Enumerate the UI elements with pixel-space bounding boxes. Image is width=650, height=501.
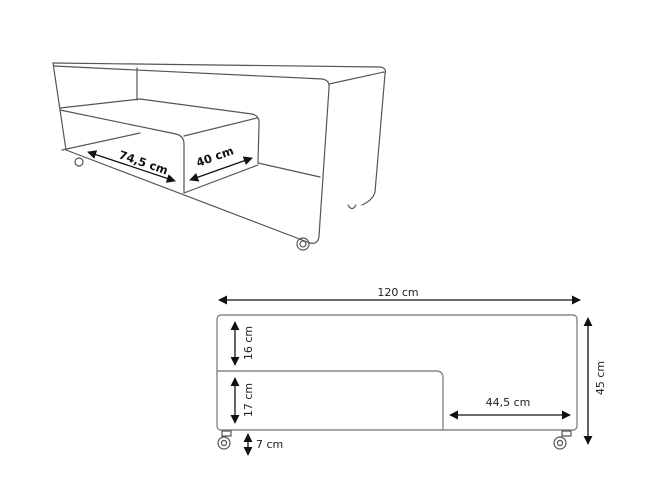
lower-compartment-dimension: 17 cm	[230, 377, 255, 424]
width-dimension: 120 cm	[218, 286, 581, 305]
tv-stand-front-view	[216, 314, 578, 450]
upper-compartment-label: 16 cm	[242, 326, 255, 360]
caster-wheel-right-icon	[553, 430, 572, 450]
wheel-height-dimension: 7 cm	[243, 433, 283, 456]
width-label: 120 cm	[377, 286, 418, 299]
wheel-height-label: 7 cm	[256, 438, 283, 451]
depth-dimension: 74,5 cm	[87, 148, 176, 183]
upper-compartment-dimension: 16 cm	[230, 321, 255, 366]
open-section-dimension: 44,5 cm	[449, 396, 571, 420]
open-section-label: 44,5 cm	[486, 396, 531, 409]
inner-depth-dimension: 40 cm	[189, 143, 253, 182]
tv-stand-perspective-drawing	[52, 62, 387, 251]
caster-wheel-left-icon	[217, 430, 232, 450]
height-label: 45 cm	[594, 361, 607, 395]
lower-compartment-label: 17 cm	[242, 383, 255, 417]
height-dimension: 45 cm	[583, 317, 607, 445]
